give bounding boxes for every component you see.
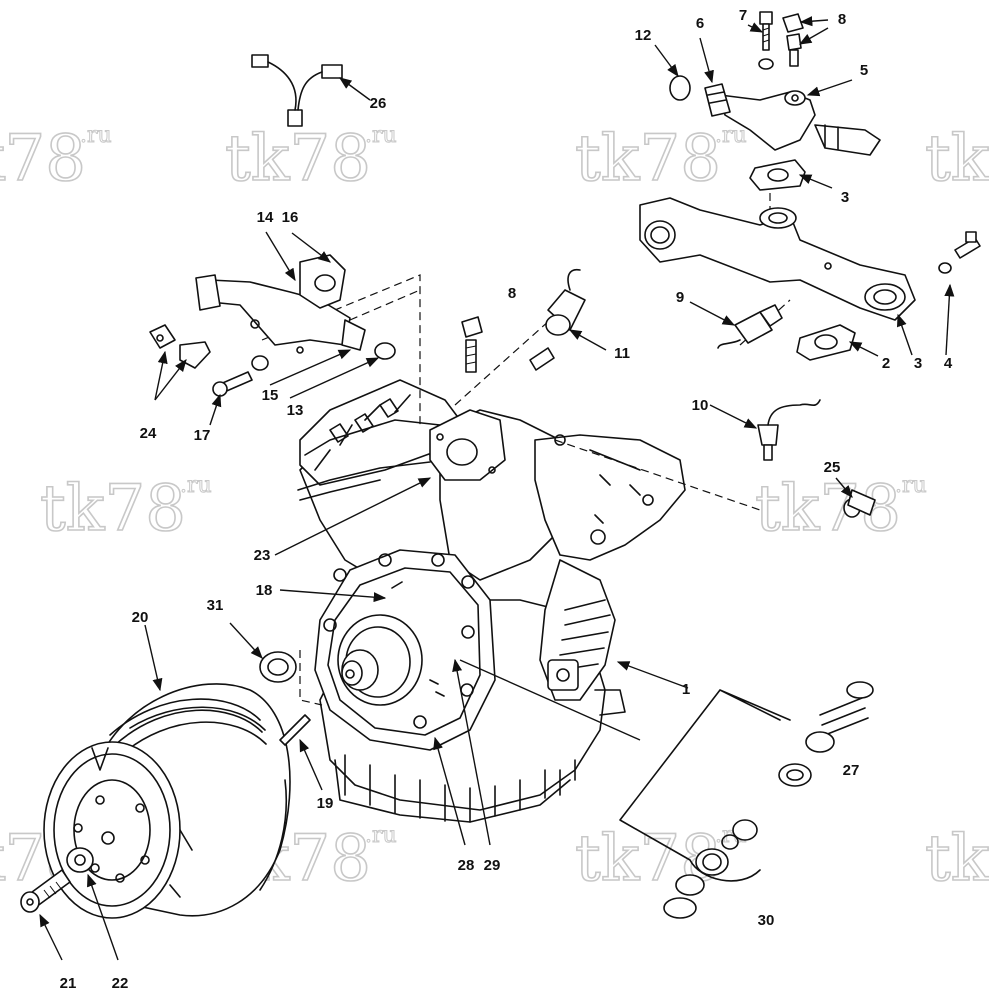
- discharge-manifold: [639, 197, 916, 321]
- callout-17: 17: [194, 427, 211, 444]
- callout-labels: 1 2 3 3 4 5 6 7 8 8 9 10 11 12 13 14 15 …: [60, 7, 953, 992]
- callout-19: 19: [317, 795, 334, 812]
- callout-23: 23: [254, 547, 271, 564]
- wire-harness-26: [251, 54, 343, 127]
- callout-5: 5: [860, 62, 868, 79]
- watermark-text: tk78: [925, 122, 989, 196]
- elbow-fitting-24: [149, 324, 211, 369]
- callout-24: 24: [140, 425, 157, 442]
- callout-3a: 3: [841, 189, 849, 206]
- callout-4: 4: [944, 355, 953, 372]
- callout-8a: 8: [838, 11, 846, 28]
- callout-2: 2: [882, 355, 890, 372]
- seal-washer: [259, 651, 297, 683]
- callout-15: 15: [262, 387, 279, 404]
- watermark-suffix: .ru: [365, 823, 397, 848]
- gasket-lower: [796, 324, 856, 361]
- callout-21: 21: [60, 975, 77, 992]
- discharge-service-valve: [704, 83, 881, 156]
- bolt-17: [212, 371, 253, 397]
- bolt-4: [938, 231, 981, 274]
- pulley-bolt: [20, 869, 71, 913]
- temp-sensor-10: [757, 399, 821, 461]
- callout-16: 16: [282, 209, 299, 226]
- washer-15: [251, 355, 269, 371]
- suction-service-valve: [195, 254, 366, 354]
- callout-8b: 8: [508, 285, 516, 302]
- callout-13: 13: [287, 402, 304, 419]
- watermark-suffix: .ru: [180, 473, 212, 498]
- callout-7: 7: [739, 7, 747, 24]
- callout-10: 10: [692, 397, 709, 414]
- callout-29: 29: [484, 857, 501, 874]
- o-ring-12: [669, 75, 691, 101]
- fitting-8-top: [782, 13, 804, 67]
- callout-20: 20: [132, 609, 149, 626]
- callout-3b: 3: [914, 355, 922, 372]
- watermark-text: tk78: [755, 472, 901, 546]
- callout-28: 28: [458, 857, 475, 874]
- clutch-pulley: [43, 683, 291, 919]
- bolt-7: [758, 11, 774, 70]
- seal-bracket: [619, 689, 791, 882]
- callout-26: 26: [370, 95, 387, 112]
- shaft-seal-assembly-27: [778, 681, 874, 787]
- callout-1: 1: [682, 681, 690, 698]
- callout-31: 31: [207, 597, 224, 614]
- compressor-body: [297, 379, 686, 823]
- watermark-suffix: .ru: [715, 123, 747, 148]
- callout-12: 12: [635, 27, 652, 44]
- callout-30: 30: [758, 912, 775, 929]
- gasket-upper: [749, 159, 806, 191]
- pressure-switch-9: [717, 304, 783, 349]
- leader-lines: [39, 16, 955, 961]
- watermark-text: tk78: [0, 122, 86, 196]
- shaft-seal-assembly-30: [663, 819, 758, 919]
- watermark-text: tk78: [925, 822, 989, 896]
- callout-27: 27: [843, 762, 860, 779]
- callout-6: 6: [696, 15, 704, 32]
- callout-9: 9: [676, 289, 684, 306]
- watermark-suffix: .ru: [895, 473, 927, 498]
- callout-18: 18: [256, 582, 273, 599]
- sensor-11: [529, 268, 586, 371]
- watermark-text: tk78: [575, 122, 721, 196]
- callout-25: 25: [824, 459, 841, 476]
- watermark-suffix: .ru: [80, 123, 112, 148]
- plug-25: [843, 489, 876, 518]
- watermark-text: tk78: [40, 472, 186, 546]
- watermark-suffix: .ru: [365, 123, 397, 148]
- callout-14: 14: [257, 209, 274, 226]
- fitting-8-mid: [461, 316, 483, 373]
- callout-11: 11: [614, 345, 630, 362]
- watermark-text: tk78: [225, 122, 371, 196]
- shaft-key: [279, 714, 311, 746]
- callout-22: 22: [112, 975, 129, 992]
- flange-bolts: [323, 553, 475, 729]
- o-ring-13: [374, 342, 396, 360]
